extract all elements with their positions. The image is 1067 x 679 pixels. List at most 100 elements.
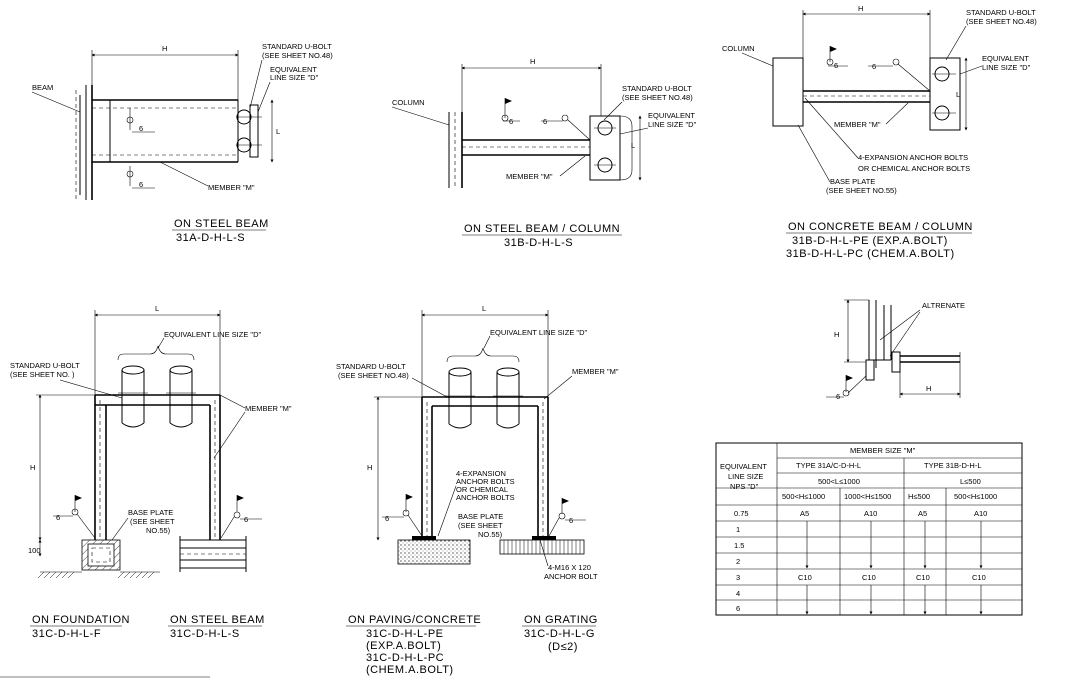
anchor-label-3: OR CHEMICAL [456, 485, 508, 494]
row-cell: C10 [972, 573, 986, 582]
row-cell: C10 [798, 573, 812, 582]
u-bolt-label: STANDARD U-BOLT [966, 8, 1036, 17]
weld-size: 6 [836, 392, 840, 401]
dim-h-label: H [30, 463, 35, 472]
dim-l-label: L [276, 127, 280, 136]
caption-foundation: ON FOUNDATION [32, 614, 130, 626]
caption-code: 31B-D-H-L-S [504, 237, 573, 249]
weld-size-b: 6 [872, 62, 876, 71]
weld-size-a: 6 [56, 513, 60, 522]
caption-paving-code-exp: 31C-D-H-L-PE [366, 628, 444, 640]
weld-size-b: 6 [543, 117, 547, 126]
base-plate-ref: (SEE SHEET NO.55) [826, 186, 897, 195]
row-header-1: EQUIVALENT [720, 462, 767, 471]
weld-size-a: 6 [509, 117, 513, 126]
caption-steel-beam: ON STEEL BEAM [170, 614, 265, 626]
caption-title: ON STEEL BEAM / COLUMN [464, 223, 620, 235]
row-cell: A10 [864, 509, 877, 518]
caption-paving-chem: (CHEM.A.BOLT) [366, 664, 454, 676]
dim-h-label: H [530, 57, 535, 66]
member-label: MEMBER "M" [572, 367, 619, 376]
caption-paving-code-chem: 31C-D-H-L-PC [366, 652, 444, 664]
row-size: 6 [736, 604, 740, 613]
row-cell: A5 [800, 509, 809, 518]
table-row: 3 C10 C10 C10 C10 [736, 573, 986, 582]
dim-l-label: L [956, 90, 960, 99]
row-cell: C10 [916, 573, 930, 582]
u-bolt-ref: (SEE SHEET NO.48) [262, 51, 333, 60]
range-b-header: L≤500 [960, 477, 981, 486]
caption-grating-code: 31C-D-H-L-G [524, 628, 595, 640]
anchor-label: 4-EXPANSION ANCHOR BOLTS [858, 153, 968, 162]
u-bolt-label: STANDARD U-BOLT [262, 42, 332, 51]
detail-31b-on-concrete-beam-column: H L COLUMN STANDARD U-BOLT (SEE SHEET NO… [722, 4, 1037, 260]
dim-100-label: 100 [28, 546, 41, 555]
dim-h-label: H [858, 4, 863, 13]
u-bolt-ref: (SEE SHEET NO.48) [966, 17, 1037, 26]
u-bolt-label: STANDARD U-BOLT [10, 361, 80, 370]
dim-h-vertical: H [834, 330, 839, 339]
dim-l-label: L [155, 304, 159, 313]
equiv-size: LINE SIZE "D" [270, 73, 319, 82]
base-plate-ref: (SEE SHEET [458, 521, 503, 530]
equiv-label: EQUIVALENT LINE SIZE "D" [490, 328, 587, 337]
member-label: MEMBER "M" [834, 120, 881, 129]
anchor-bolt-size: 4-M16 X 120 [548, 563, 591, 572]
caption-title: ON CONCRETE BEAM / COLUMN [788, 221, 973, 233]
equiv-size: LINE SIZE "D" [648, 120, 697, 129]
row-header-3: NPS "D" [730, 482, 759, 491]
caption-grating: ON GRATING [524, 614, 598, 626]
row-cell: A10 [974, 509, 987, 518]
row-cell: A5 [918, 509, 927, 518]
row-size: 0.75 [734, 509, 749, 518]
weld-size-b: 6 [569, 516, 573, 525]
u-bolt-ref: (SEE SHEET NO.48) [622, 93, 693, 102]
dim-l-label: L [482, 304, 486, 313]
base-plate-label: BASE PLATE [458, 512, 503, 521]
equiv-size: LINE SIZE "D" [982, 63, 1031, 72]
table-row: 0.75 A5 A10 A5 A10 [734, 509, 987, 518]
detail-alternate: H H ALTRENATE 6 [826, 299, 965, 401]
h-col-4: 500<H≤1000 [954, 492, 997, 501]
dim-h-label: H [162, 44, 167, 53]
type-a-header: TYPE 31A/C-D-H-L [796, 461, 861, 470]
member-label: MEMBER "M" [245, 404, 292, 413]
caption-foundation-code: 31C-D-H-L-F [32, 628, 101, 640]
anchor-label-2: ANCHOR BOLTS [456, 477, 515, 486]
member-size-table: MEMBER SIZE "M" EQUIVALENT LINE SIZE NPS… [715, 442, 1023, 616]
equiv-label: EQUIVALENT [982, 54, 1029, 63]
detail-31c-on-foundation: L H 100 EQUIVALENT LINE SIZE "D" STANDAR… [10, 304, 292, 640]
caption-code-chem: 31B-D-H-L-PC (CHEM.A.BOLT) [786, 248, 955, 260]
anchor-bolt-label: ANCHOR BOLT [544, 572, 598, 581]
weld-size-b: 6 [244, 515, 248, 524]
h-col-2: 1000<H≤1500 [844, 492, 891, 501]
weld-size-a: 6 [385, 514, 389, 523]
member-label: MEMBER "M" [506, 172, 553, 181]
range-a-header: 500<L≤1000 [818, 477, 860, 486]
weld-size-a: 6 [139, 124, 143, 133]
anchor-label-4: ANCHOR BOLTS [456, 493, 515, 502]
equiv-label: EQUIVALENT LINE SIZE "D" [164, 330, 261, 339]
anchor-label-2: OR CHEMICAL ANCHOR BOLTS [858, 164, 970, 173]
beam-label: BEAM [32, 83, 53, 92]
caption-grating-limit: (D≤2) [548, 641, 578, 653]
row-size: 1.5 [734, 541, 744, 550]
row-size: 4 [736, 589, 740, 598]
column-label: COLUMN [722, 44, 755, 53]
caption-paving-exp: (EXP.A.BOLT) [366, 640, 441, 652]
u-bolt-label: STANDARD U-BOLT [622, 84, 692, 93]
row-size: 1 [736, 525, 740, 534]
base-plate-label: BASE PLATE [830, 177, 875, 186]
weld-size-a: 6 [834, 61, 838, 70]
detail-31a-on-steel-beam: H L BEAM STANDARD U-BOLT (SEE SHEET NO.4… [31, 42, 333, 244]
detail-31c-on-paving-grating: L H EQUIVALENT LINE SIZE "D" STANDARD U-… [336, 304, 619, 676]
dim-l-label: L [631, 141, 635, 150]
detail-31b-on-steel-beam-column: H L COLUMN STANDARD U-BOLT (SEE SHEET NO… [391, 57, 697, 249]
u-bolt-label: STANDARD U-BOLT [336, 362, 406, 371]
dim-h-horizontal: H [926, 384, 931, 393]
u-bolt-ref: (SEE SHEET NO. ) [10, 370, 75, 379]
caption-code: 31A-D-H-L-S [176, 232, 245, 244]
member-label: MEMBER "M" [208, 183, 255, 192]
h-col-1: 500<H≤1000 [782, 492, 825, 501]
